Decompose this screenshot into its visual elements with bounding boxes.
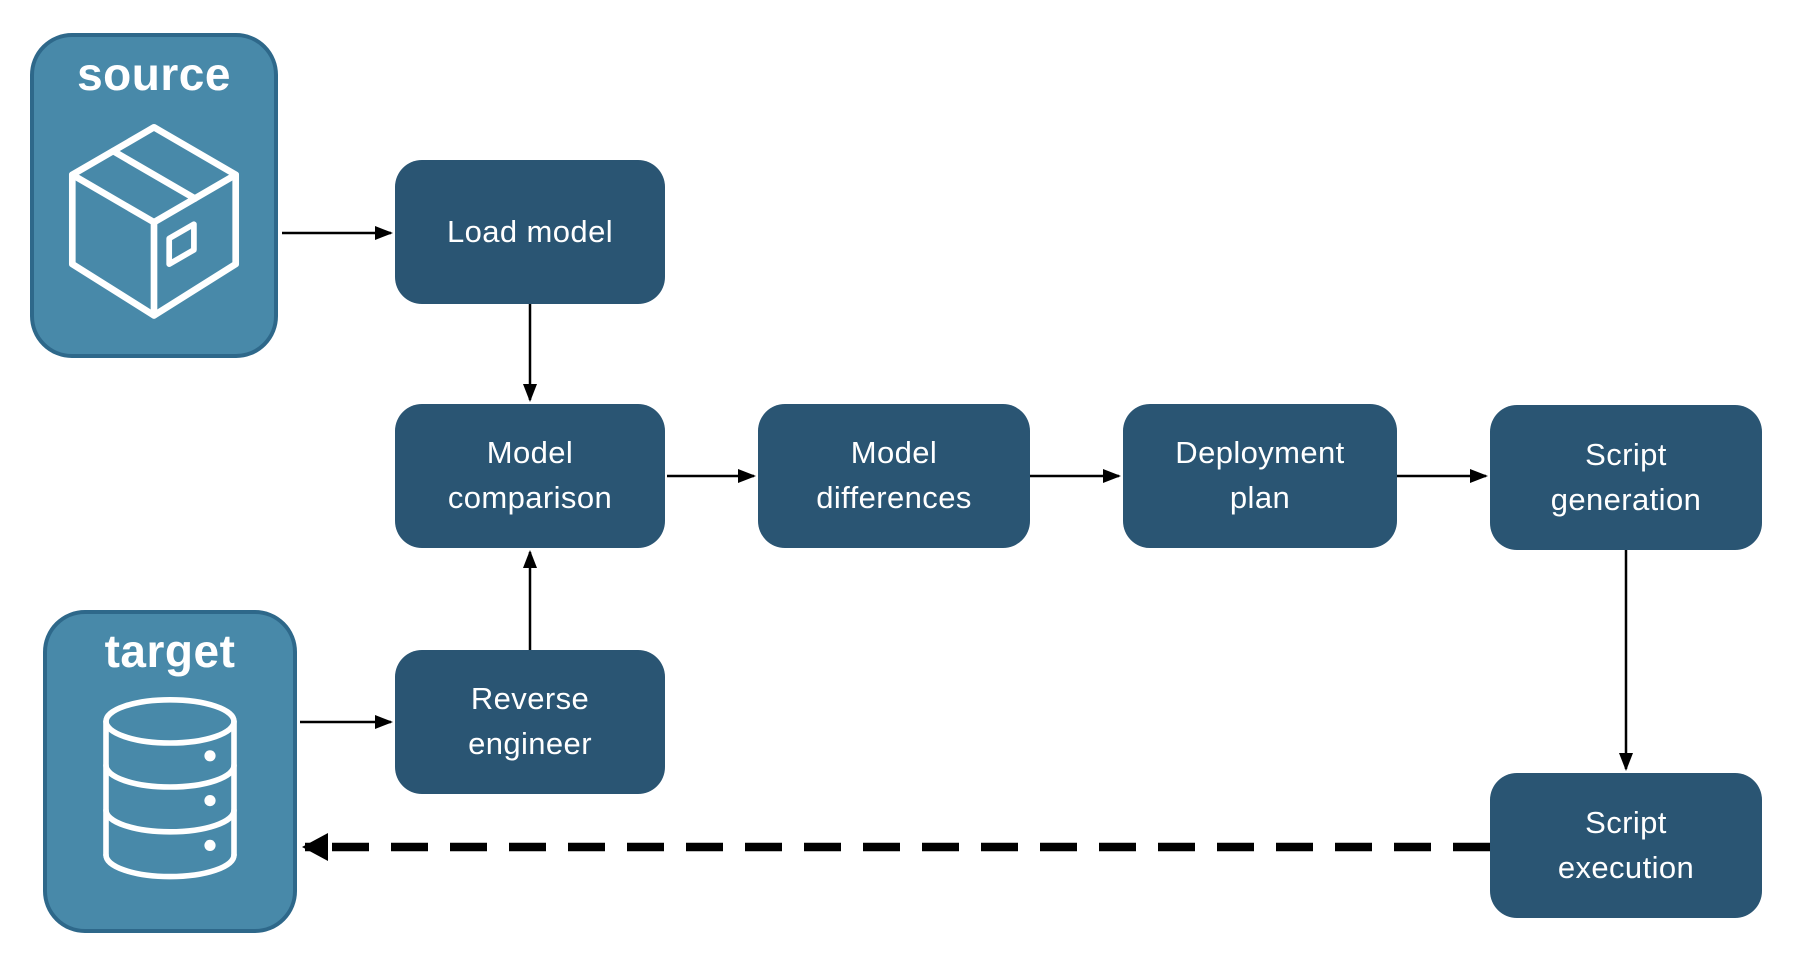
step-script-generation-label: Script generation bbox=[1550, 436, 1702, 517]
entity-target: target bbox=[43, 610, 297, 933]
step-reverse-engineer-label: Reverse engineer bbox=[468, 681, 592, 761]
step-load-model-label: Load model bbox=[446, 213, 613, 249]
step-script-generation: Script generation bbox=[1490, 405, 1762, 550]
step-deployment-plan-label: Deployment plan bbox=[1175, 435, 1345, 515]
entity-source-label: source bbox=[77, 48, 231, 100]
step-reverse-engineer: Reverse engineer bbox=[395, 650, 665, 794]
step-model-comparison: Model comparison bbox=[395, 404, 665, 548]
step-script-execution-label: Script execution bbox=[1557, 804, 1695, 885]
database-icon bbox=[103, 696, 237, 879]
entity-source: source bbox=[30, 33, 278, 358]
step-deployment-plan: Deployment plan bbox=[1123, 404, 1397, 548]
step-model-differences-label: Model differences bbox=[816, 435, 972, 515]
package-icon bbox=[68, 123, 240, 319]
step-script-execution: Script execution bbox=[1490, 773, 1762, 918]
step-load-model: Load model bbox=[395, 160, 665, 304]
step-model-comparison-label: Model comparison bbox=[447, 435, 613, 515]
entity-target-label: target bbox=[104, 625, 236, 677]
step-model-differences: Model differences bbox=[758, 404, 1030, 548]
